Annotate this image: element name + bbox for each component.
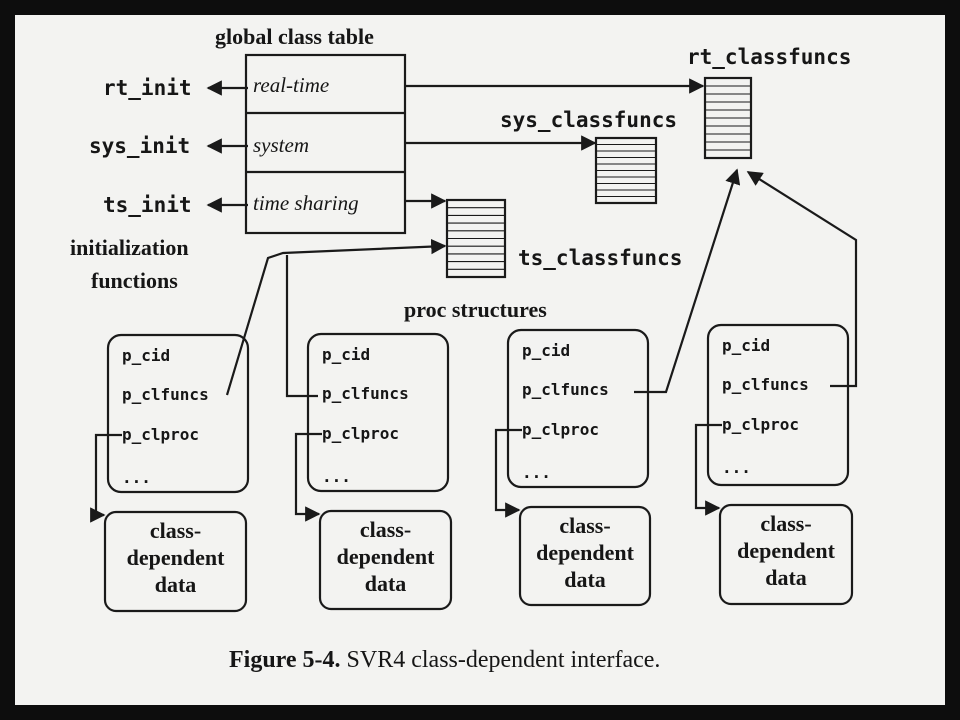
more-fields-3: ... [522, 463, 551, 482]
p-clproc-field-2: p_clproc [322, 424, 399, 443]
proc-box-1 [106, 333, 250, 494]
class-data-box-1 [103, 510, 248, 613]
p-clproc-to-class-data-2 [294, 432, 322, 522]
ts-init-label: ts_init [103, 193, 192, 217]
more-fields-2: ... [322, 467, 351, 486]
proc-box-4 [706, 323, 850, 487]
p-clfuncs-4-to-rt-classfuncs [746, 171, 858, 388]
p-clfuncs-1-to-ts-classfuncs [225, 238, 447, 396]
p-clproc-field-4: p_clproc [722, 415, 799, 434]
p-clproc-field-3: p_clproc [522, 420, 599, 439]
class-data-text-2: class- [360, 517, 411, 542]
class-data-box-4 [718, 503, 854, 606]
sys-classfuncs-array [594, 136, 658, 205]
proc-structures: p_cid p_clfuncs p_clproc... class-dependent… [90, 323, 854, 613]
class-row-real-time: real-time [253, 73, 329, 97]
class-data-text-4: class- [760, 511, 811, 536]
p-clproc-to-class-data-1 [90, 433, 122, 523]
rt-init-label: rt_init [103, 76, 192, 100]
p-cid-field-1: p_cid [122, 346, 170, 365]
p-clfuncs-field-3: p_clfuncs [522, 380, 609, 399]
proc-box-3 [506, 328, 650, 489]
rt-classfuncs-array [703, 76, 753, 160]
global-class-table: real-time system time sharing [244, 53, 407, 235]
init-functions-label-line2: functions [91, 268, 178, 293]
p-clproc-to-class-data-4 [694, 423, 722, 516]
proc-structure-1: p_cid p_clfuncs p_clproc... class-dependent… [90, 333, 250, 613]
class-data-box-2 [318, 509, 453, 611]
more-fields-1: ... [122, 468, 151, 487]
p-clfuncs-2-to-ts-classfuncs [285, 255, 318, 398]
init-functions-label-line1: initialization [70, 235, 189, 260]
class-row-system: system [253, 133, 309, 157]
diagram-sheet: global class table real-time system time… [15, 15, 945, 705]
class-data-text-1: data [155, 572, 197, 597]
class-data-box-3 [518, 505, 652, 607]
p-cid-field-4: p_cid [722, 336, 770, 355]
class-data-text-2: data [365, 571, 407, 596]
rt-classfuncs-label: rt_classfuncs [687, 45, 851, 69]
p-cid-field-3: p_cid [522, 341, 570, 360]
proc-structure-3: p_cid p_clfuncs p_clproc... class-dependent… [494, 328, 652, 607]
class-table-title: global class table [215, 24, 374, 49]
class-data-text-3: data [564, 567, 606, 592]
p-clfuncs-field-4: p_clfuncs [722, 375, 809, 394]
p-clproc-to-class-data-3 [494, 428, 522, 518]
proc-structure-2: p_cid p_clfuncs p_clproc... class-dependent… [294, 332, 453, 611]
p-clfuncs-field-1: p_clfuncs [122, 385, 209, 404]
class-data-text-3: class- [559, 513, 610, 538]
class-data-text-4: dependent [737, 538, 835, 563]
proc-box-2 [306, 332, 450, 493]
p-clproc-field-1: p_clproc [122, 425, 199, 444]
class-data-text-1: dependent [127, 545, 225, 570]
proc-structures-label: proc structures [404, 297, 547, 322]
p-cid-field-2: p_cid [322, 345, 370, 364]
proc-structure-4: p_cid p_clfuncs p_clproc... class-dependent… [694, 323, 854, 606]
p-clfuncs-3-to-rt-classfuncs [634, 168, 741, 394]
class-row-time-sharing: time sharing [253, 191, 359, 215]
class-data-text-3: dependent [536, 540, 634, 565]
p-clfuncs-field-2: p_clfuncs [322, 384, 409, 403]
more-fields-4: ... [722, 458, 751, 477]
paper-background [15, 15, 945, 705]
ts-classfuncs-array [445, 198, 507, 279]
class-data-text-2: dependent [337, 544, 435, 569]
sys-classfuncs-label: sys_classfuncs [500, 108, 677, 132]
sys-init-label: sys_init [89, 134, 190, 158]
figure-caption: Figure 5-4. SVR4 class-dependent interfa… [229, 647, 660, 673]
class-data-text-4: data [765, 565, 807, 590]
class-data-text-1: class- [150, 518, 201, 543]
ts-classfuncs-label: ts_classfuncs [518, 246, 682, 270]
